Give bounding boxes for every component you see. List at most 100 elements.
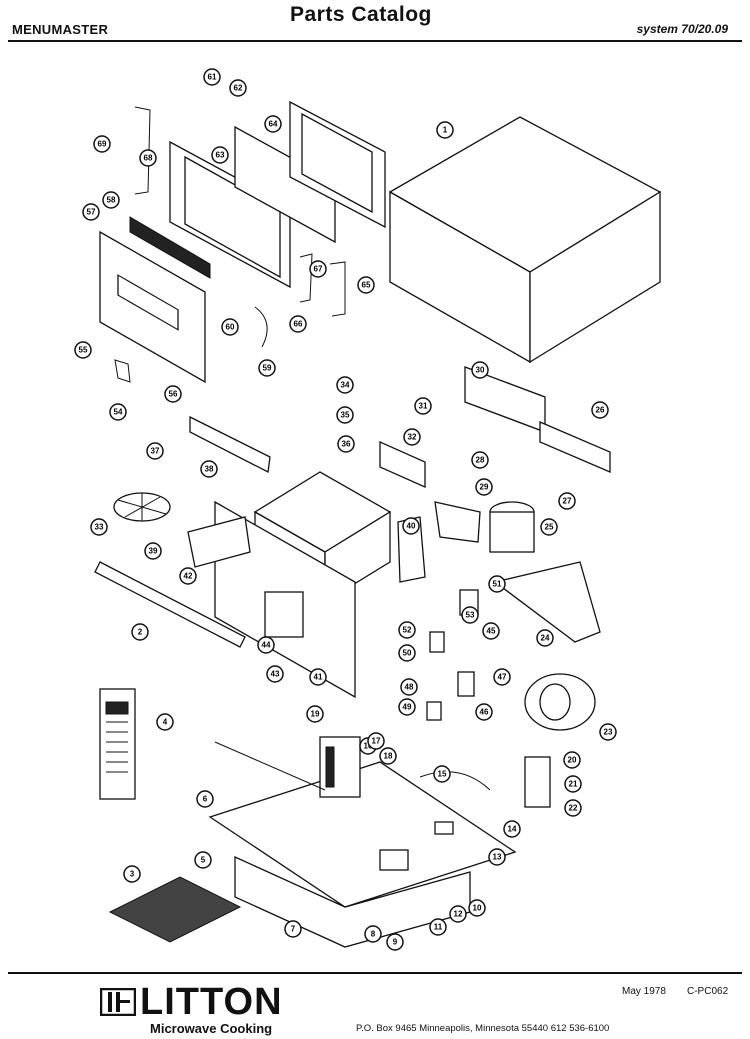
callout-20: 20 — [563, 751, 581, 769]
callout-25: 25 — [540, 518, 558, 536]
callout-number: 52 — [403, 626, 412, 635]
callout-number: 16 — [364, 742, 373, 751]
callout-number: 24 — [541, 634, 550, 643]
callout-number: 56 — [169, 390, 178, 399]
base-assembly — [208, 736, 517, 948]
callout-number: 9 — [393, 938, 398, 947]
callout-48: 48 — [400, 678, 418, 696]
callout-53: 53 — [461, 606, 479, 624]
callout-63: 63 — [211, 146, 229, 164]
callout-66: 66 — [289, 315, 307, 333]
callout-number: 65 — [362, 281, 371, 290]
header-divider — [8, 40, 742, 42]
callout-28: 28 — [471, 451, 489, 469]
callout-number: 48 — [405, 683, 414, 692]
callout-number: 67 — [314, 265, 323, 274]
callout-number: 33 — [95, 523, 104, 532]
callout-number: 69 — [98, 140, 107, 149]
callout-number: 66 — [294, 320, 303, 329]
callout-45: 45 — [482, 622, 500, 640]
callout-14: 14 — [503, 820, 521, 838]
system-model: system 70/20.09 — [636, 22, 728, 36]
callout-number: 59 — [263, 364, 272, 373]
callout-26: 26 — [591, 401, 609, 419]
stirrer-blade — [113, 492, 171, 522]
callout-30: 30 — [471, 361, 489, 379]
callout-number: 40 — [407, 522, 416, 531]
logo-subtitle: Microwave Cooking — [150, 1021, 273, 1036]
callout-59: 59 — [258, 359, 276, 377]
callout-23: 23 — [599, 723, 617, 741]
catalog-date: May 1978 — [622, 986, 666, 997]
callout-number: 11 — [434, 923, 443, 932]
callout-number: 37 — [151, 447, 160, 456]
callout-number: 34 — [341, 381, 350, 390]
callout-number: 19 — [311, 710, 320, 719]
callout-47: 47 — [493, 668, 511, 686]
callout-61: 61 — [203, 68, 221, 86]
callout-1: 1 — [436, 121, 454, 139]
callout-9: 9 — [386, 933, 404, 951]
callout-number: 14 — [508, 825, 517, 834]
callout-56: 56 — [164, 385, 182, 403]
callout-52: 52 — [398, 621, 416, 639]
callout-7: 7 — [284, 920, 302, 938]
callout-number: 15 — [438, 770, 447, 779]
callout-69: 69 — [93, 135, 111, 153]
callout-number: 5 — [201, 856, 206, 865]
choke-strip — [94, 561, 246, 648]
callout-40: 40 — [402, 517, 420, 535]
callout-number: 4 — [163, 718, 168, 727]
callout-number: 45 — [487, 627, 496, 636]
callout-number: 27 — [563, 497, 572, 506]
callout-55: 55 — [74, 341, 92, 359]
filter-grille — [108, 876, 242, 943]
callout-27: 27 — [558, 492, 576, 510]
callout-38: 38 — [200, 460, 218, 478]
callout-number: 53 — [466, 611, 475, 620]
logo-text: LITTON — [140, 981, 283, 1023]
callout-number: 1 — [443, 126, 448, 135]
callout-62: 62 — [229, 79, 247, 97]
callout-36: 36 — [337, 435, 355, 453]
callout-4: 4 — [156, 713, 174, 731]
callout-57: 57 — [82, 203, 100, 221]
callout-number: 64 — [269, 120, 278, 129]
switch-parts — [379, 589, 551, 871]
callout-number: 58 — [107, 196, 116, 205]
callout-33: 33 — [90, 518, 108, 536]
callout-number: 22 — [569, 804, 578, 813]
cabinet-wrapper — [388, 116, 662, 364]
callout-number: 46 — [480, 708, 489, 717]
callout-number: 54 — [114, 408, 123, 417]
callout-68: 68 — [139, 149, 157, 167]
callout-41: 41 — [309, 668, 327, 686]
callout-49: 49 — [398, 698, 416, 716]
callout-number: 38 — [205, 465, 214, 474]
callout-64: 64 — [264, 115, 282, 133]
callout-50: 50 — [398, 644, 416, 662]
callout-18: 18 — [379, 747, 397, 765]
callout-number: 50 — [403, 649, 412, 658]
callout-5: 5 — [194, 851, 212, 869]
header-brand: MENUMASTER — [12, 22, 109, 37]
callout-29: 29 — [475, 478, 493, 496]
callout-15: 15 — [433, 765, 451, 783]
callout-2: 2 — [131, 623, 149, 641]
callout-31: 31 — [414, 397, 432, 415]
callout-24: 24 — [536, 629, 554, 647]
callout-number: 31 — [419, 402, 428, 411]
catalog-title: Parts Catalog — [290, 3, 432, 26]
catalog-code: C-PC062 — [687, 986, 729, 997]
oven-cavity — [187, 415, 426, 699]
callout-number: 29 — [480, 483, 489, 492]
callout-number: 12 — [454, 910, 463, 919]
exploded-parts-diagram: 1234567891011121314151617181920212223242… — [74, 68, 662, 951]
callout-number: 41 — [314, 673, 323, 682]
callout-labels: 1234567891011121314151617181920212223242… — [74, 68, 617, 951]
callout-13: 13 — [488, 848, 506, 866]
door-assembly — [99, 100, 386, 384]
company-address: P.O. Box 9465 Minneapolis, Minnesota 554… — [356, 1023, 610, 1034]
callout-number: 21 — [569, 780, 578, 789]
callout-number: 43 — [271, 670, 280, 679]
